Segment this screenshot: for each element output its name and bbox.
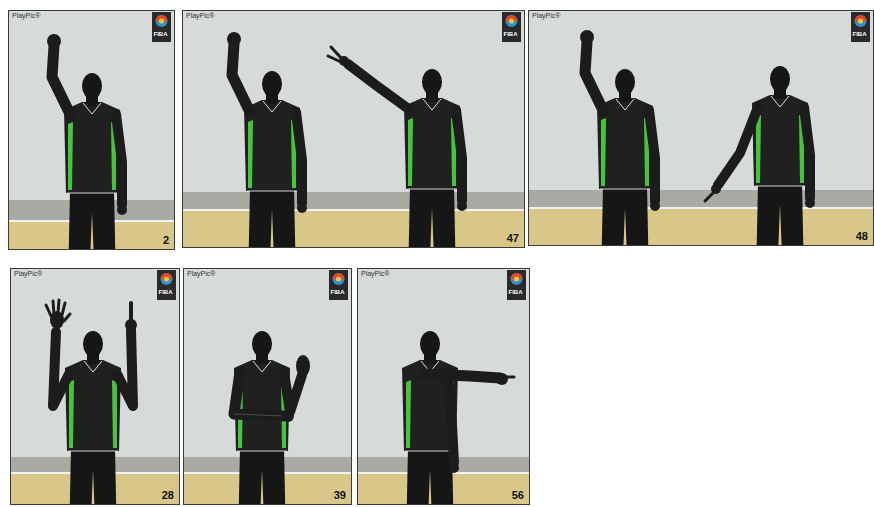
referee-figure [46,300,137,505]
art-use [752,66,808,246]
signal-panel: PlayPic® FIBA 39 [183,268,352,505]
art-circle [282,410,294,422]
art-use [502,12,521,42]
brand-label: PlayPic® [14,270,43,278]
signal-panel: PlayPic® FIBA 2 [8,10,175,250]
art-use [244,71,300,248]
art-path [718,107,758,185]
signal-number: 39 [334,489,346,501]
art-path [53,332,69,406]
signal-panel: PlayPic® FIBA 28 [10,268,180,505]
art-use [234,331,290,505]
art-use [227,32,250,112]
art-line [58,300,59,313]
brand-label: PlayPic® [12,12,41,20]
brand-label: PlayPic® [532,12,561,20]
art-line [53,301,54,314]
referee-figure [580,30,660,246]
art-use [116,114,127,215]
brand-label: PlayPic® [187,270,216,278]
art-use [804,107,815,208]
signal-number: 28 [162,489,174,501]
logo-label: FIBA [151,31,170,38]
signal-panel: PlayPic® FIBA 48 [528,10,874,246]
panel-art [8,10,175,250]
brand-label: PlayPic® [186,12,215,20]
referee-figure [402,331,514,505]
art-rect [182,211,525,248]
art-use [157,270,176,300]
panel-art [528,10,874,246]
art-use [64,73,120,250]
art-rect [182,10,525,248]
logo-label: FIBA [506,289,525,296]
signal-number: 48 [856,230,868,242]
logo-label: FIBA [850,31,869,38]
art-use [851,12,870,42]
art-use [47,34,70,114]
referee-figure [227,32,307,248]
art-rect [528,190,874,207]
logo-label: FIBA [328,289,347,296]
signal-number: 47 [507,232,519,244]
art-ellipse [296,355,310,377]
art-use [152,12,171,42]
art-use [404,69,460,248]
art-rect [528,10,874,246]
logo-label: FIBA [501,31,520,38]
art-path [448,374,454,463]
art-path [117,330,133,406]
art-path [234,372,284,416]
art-rect [528,209,874,246]
art-rect [182,209,525,211]
panel-art [10,268,180,505]
art-use [329,270,348,300]
art-use [507,270,526,300]
art-rect [182,192,525,209]
signal-panel: PlayPic® FIBA 56 [357,268,530,505]
logo-label: FIBA [156,289,175,296]
art-line [62,303,65,315]
art-line [705,192,714,201]
referee-figure [47,34,127,250]
art-circle [496,373,508,385]
art-path [424,374,500,378]
art-rect [528,207,874,209]
art-rect [8,222,175,250]
art-use [649,110,660,211]
art-line [328,56,341,62]
art-use [402,331,458,505]
art-path [284,372,302,412]
art-use [597,69,653,246]
art-line [129,303,133,320]
art-line [504,376,514,379]
brand-label: PlayPic® [361,270,390,278]
panel-art [182,10,525,248]
referee-figure [328,47,467,248]
art-use [456,110,467,211]
signal-number: 56 [512,489,524,501]
art-path [348,64,410,110]
art-use [296,112,307,213]
art-line [64,314,70,321]
signal-panel: PlayPic® FIBA 47 [182,10,525,248]
signal-number: 2 [163,234,169,246]
referee-figure [234,331,310,505]
art-line [234,414,284,416]
referee-figure [705,66,815,246]
panel-art [183,268,352,505]
art-circle [449,463,459,473]
art-line [46,305,51,316]
art-use [65,331,121,505]
art-use [580,30,603,110]
panel-art [357,268,530,505]
